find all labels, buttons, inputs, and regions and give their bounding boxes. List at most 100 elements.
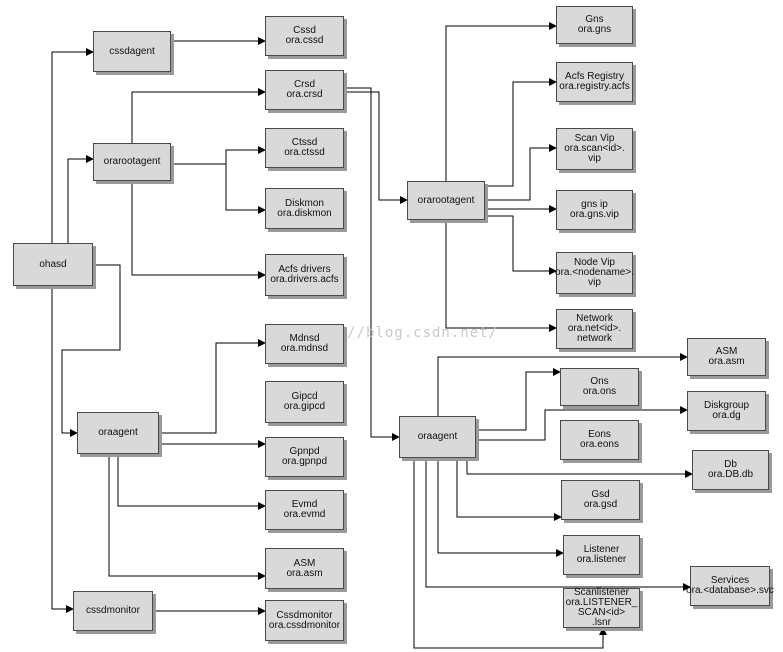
node-label-line: orarootagent bbox=[417, 194, 475, 206]
node-cssdagent: cssdagent bbox=[93, 31, 171, 72]
node-label-line: ora.mdnsd bbox=[280, 343, 329, 354]
node-label-line: ora.scan<id>. bbox=[564, 143, 625, 154]
edge-ohasd-oraagent bbox=[61, 264, 121, 437]
node-label-line: Services bbox=[710, 575, 750, 586]
node-label-line: Gsd bbox=[591, 489, 610, 500]
node-label-line: ora.gsd bbox=[583, 499, 618, 510]
node-label-line: ora.LISTENER_ bbox=[565, 597, 638, 608]
edge-orarootagent-crsd bbox=[131, 88, 266, 143]
node-label-line: Scanlistener bbox=[573, 587, 630, 598]
edge-oraagent-asm bbox=[108, 454, 266, 580]
node-label-line: oraagent bbox=[98, 427, 138, 438]
node-label-line: Db bbox=[724, 459, 737, 470]
node-label-line: Eons bbox=[588, 429, 611, 440]
node-label-line: ora.registry.acfs bbox=[559, 81, 630, 92]
edge-oraagent2-gsd bbox=[456, 458, 562, 521]
edge-oraagent2-listener bbox=[437, 458, 564, 557]
node-label-line: ora.ctssd bbox=[284, 147, 325, 158]
edge-oraagent2-db bbox=[466, 458, 693, 478]
edge-oraagent2-scanlistener bbox=[413, 458, 607, 649]
node-label-line: ora.eons bbox=[580, 439, 619, 450]
node-label-line: Acfs Registry bbox=[565, 71, 624, 82]
node-label-line: ora.cssd bbox=[285, 35, 324, 46]
node-ohasd: ohasd bbox=[13, 243, 93, 286]
node-label-line: ora.drivers.acfs bbox=[270, 274, 339, 285]
edge-crsd-orarootagent bbox=[344, 91, 408, 204]
node-label-line: .lsnr bbox=[592, 617, 611, 628]
node-label-line: cssdmonitor bbox=[86, 605, 140, 616]
node-label-line: ora.evmd bbox=[283, 509, 326, 520]
node-label-line: ASM bbox=[715, 346, 738, 357]
node-label-line: cssdagent bbox=[109, 45, 155, 57]
node-orarootagent-1: orarootagent bbox=[93, 143, 171, 181]
node-label-line: ora.asm bbox=[286, 567, 323, 579]
node-label-line: Gipcd bbox=[291, 391, 318, 402]
node-label-line: ora.<nodename>. bbox=[555, 267, 634, 278]
edge-oraagent2-asm bbox=[437, 353, 688, 416]
node-label-line: ora.gns.vip bbox=[570, 209, 619, 220]
node-oraagent-2: oraagent bbox=[399, 416, 476, 458]
edge-orarootagent2-gns bbox=[445, 22, 557, 181]
node-label-line: vip bbox=[588, 153, 601, 164]
edge-oraagent2-ons bbox=[476, 368, 561, 431]
edge-crsd-oraagent bbox=[344, 87, 400, 441]
node-cssdmonitor: cssdmonitor bbox=[73, 591, 153, 631]
node-label-line: ora.ons bbox=[582, 386, 617, 397]
node-oraagent-1: oraagent bbox=[77, 412, 159, 454]
edge-oraagent-mdnsd bbox=[159, 339, 266, 434]
node-label-line: Scan Vip bbox=[574, 133, 615, 144]
node-label-line: ora.gpnpd bbox=[281, 456, 328, 467]
node-label-line: Ons bbox=[590, 376, 609, 387]
node-label-line: ora.net<id>. bbox=[567, 323, 622, 334]
node-label-line: ohasd bbox=[39, 258, 67, 270]
node-label-line: vip bbox=[588, 277, 601, 288]
node-label-line: ora.asm bbox=[708, 356, 745, 367]
node-label-line: Ctssd bbox=[291, 137, 318, 148]
node-label-line: Diskgroup bbox=[703, 400, 750, 411]
node-label-line: Gpnpd bbox=[289, 446, 320, 457]
node-label-line: ora.DB.db bbox=[707, 469, 754, 480]
node-label-line: ora.dg bbox=[712, 410, 741, 421]
edge-orarootagent2-network bbox=[445, 220, 557, 332]
edge-ohasd-cssdmonitor bbox=[51, 286, 74, 613]
edge-oraagent-evmd bbox=[117, 454, 266, 510]
node-orarootagent-2: orarootagent bbox=[407, 181, 485, 220]
node-label-line: Gns bbox=[585, 14, 604, 25]
edge-orarootagent2-scanvip bbox=[485, 144, 557, 201]
node-label-line: oraagent bbox=[417, 431, 458, 442]
node-label-line: ora.cssdmonitor bbox=[268, 619, 341, 631]
node-label-line: ora.gns bbox=[577, 24, 612, 35]
node-label-line: ASM bbox=[293, 557, 316, 569]
node-label-line: ora.<database>.svc bbox=[686, 585, 774, 596]
node-label-line: Cssd bbox=[293, 25, 316, 36]
node-label-line: Acfs drivers bbox=[278, 264, 331, 275]
node-label-line: Cssdmonitor bbox=[276, 609, 333, 621]
node-label-line: orarootagent bbox=[103, 156, 161, 167]
edge-oraagent2-services bbox=[425, 458, 691, 591]
edge-orarootagent-acfs bbox=[131, 181, 266, 279]
node-label-line: network bbox=[576, 333, 612, 344]
node-label-line: Evmd bbox=[291, 499, 318, 510]
node-label-line: Listener bbox=[583, 544, 620, 555]
